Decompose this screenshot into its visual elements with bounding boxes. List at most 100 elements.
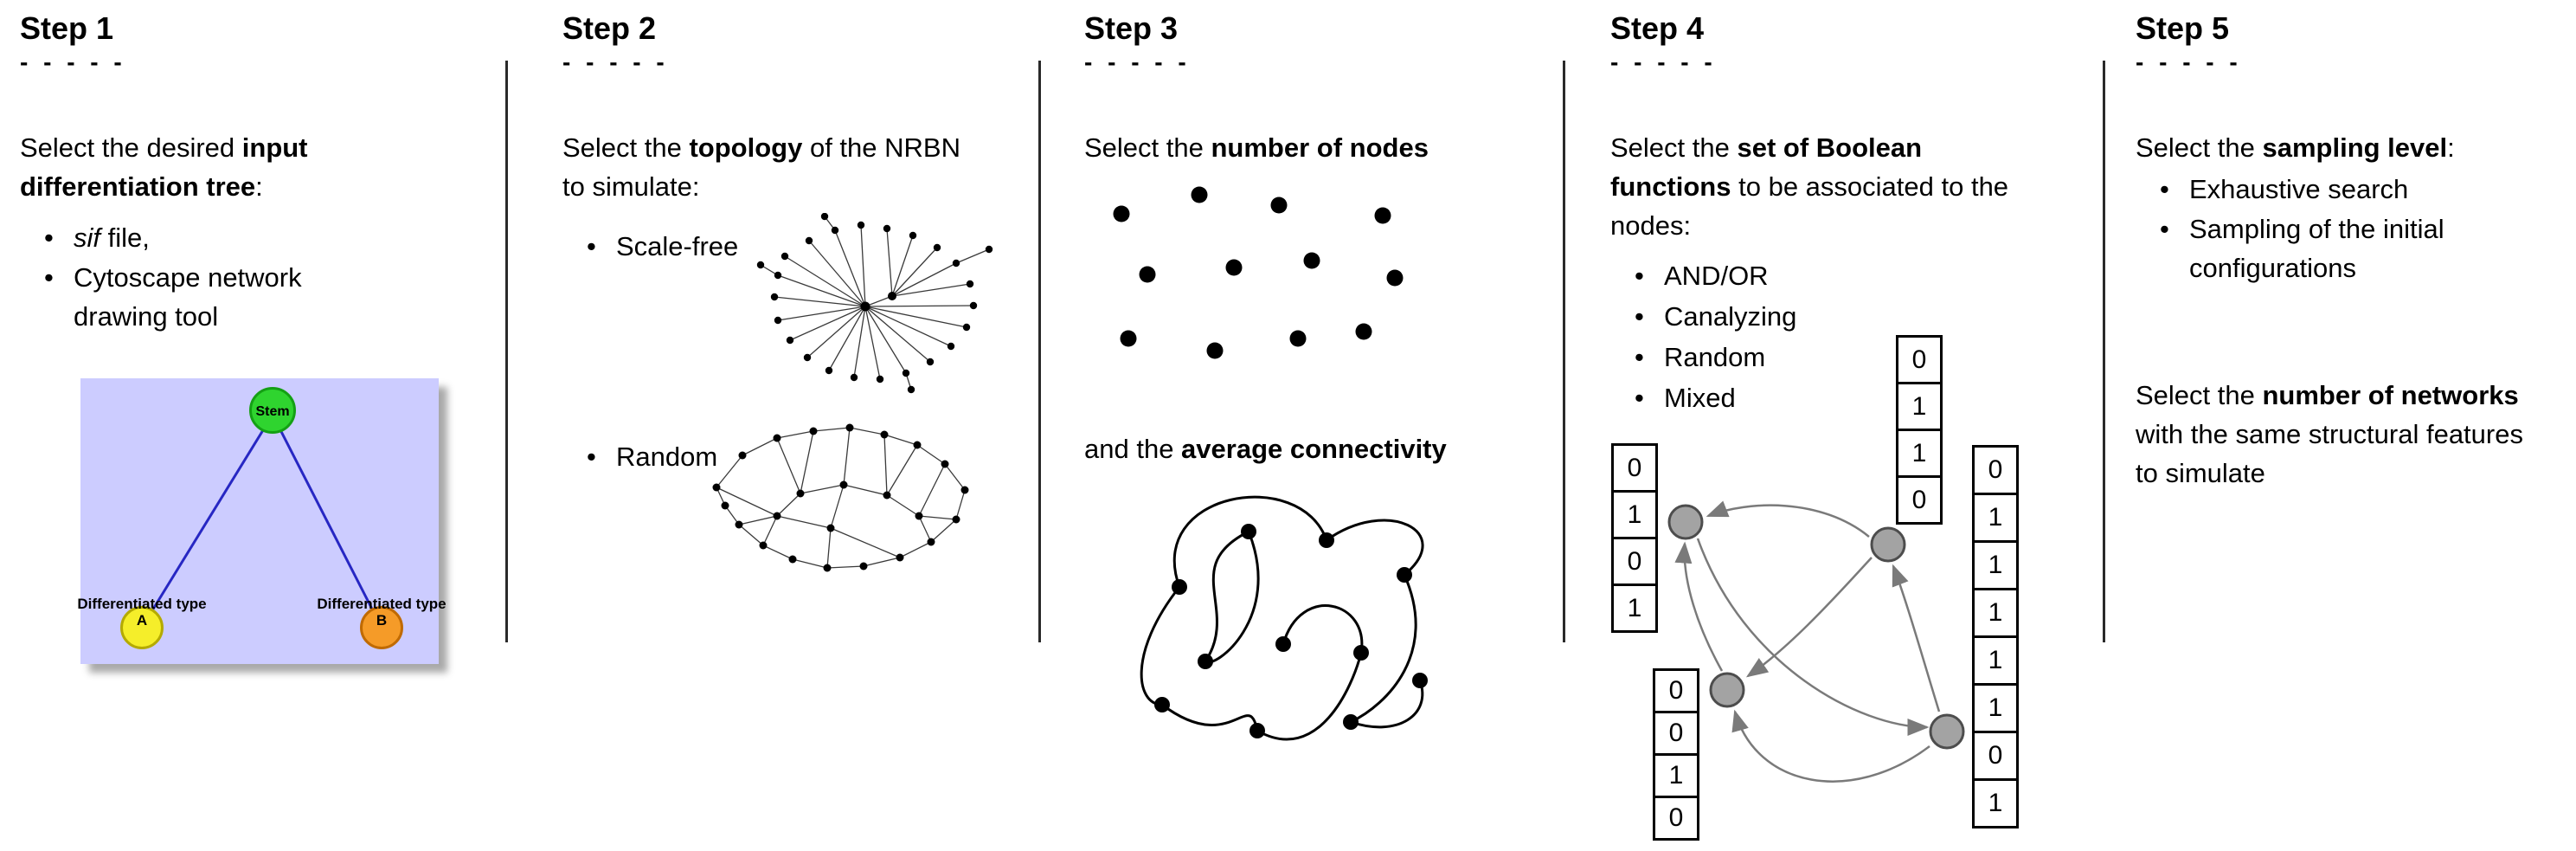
step-1-intro-bold: input differentiation tree <box>20 132 308 202</box>
step-5-intro: Select the sampling level: <box>2136 128 2573 167</box>
bullet-marker: • <box>1635 261 1644 291</box>
column-separator-3 <box>1563 61 1565 642</box>
step-5-intro-pre: Select the <box>2136 132 2263 163</box>
truth-table-cell: 1 <box>1972 778 2019 828</box>
list-item-canalyzing: • Canalyzing <box>1610 297 1956 336</box>
truth-table-cell: 1 <box>1611 583 1658 633</box>
truth-table-cell: 0 <box>1972 445 2019 495</box>
step-2-intro-pre: Select the <box>562 132 690 163</box>
stem-node <box>249 387 296 434</box>
truth-table-cell: 0 <box>1653 668 1699 713</box>
cytoscape-label: Cytoscape network drawing tool <box>74 262 302 332</box>
step-5-second-bold: number of networks <box>2262 380 2519 410</box>
sif-italic: sif <box>74 222 100 253</box>
truth-table-left: 0 1 0 1 <box>1611 443 1658 633</box>
step-3-line2: and the average connectivity <box>1084 429 1551 468</box>
step-3-title: Step 3 <box>1084 10 1179 46</box>
truth-table-cell: 0 <box>1611 443 1658 493</box>
step-1-intro-post: : <box>255 171 263 202</box>
step-5-intro-bold: sampling level <box>2262 132 2448 163</box>
truth-table-cell: 1 <box>1611 490 1658 539</box>
dots <box>1113 186 1404 359</box>
mixed-label: Mixed <box>1664 383 1736 413</box>
truth-table-cell: 0 <box>1896 475 1943 525</box>
truth-table-cell: 1 <box>1972 540 2019 590</box>
bullet-marker: • <box>587 442 596 472</box>
bullet-marker: • <box>1635 342 1644 372</box>
boolean-network-graphic <box>1667 500 1965 783</box>
truth-table-cell: 0 <box>1896 335 1943 384</box>
step-2-title: Step 2 <box>562 10 657 46</box>
sif-rest: file, <box>100 222 150 253</box>
truth-table-cell: 1 <box>1972 683 2019 733</box>
bullet-marker: • <box>1635 383 1644 413</box>
step-4-dashes: - - - - - <box>1610 48 1717 75</box>
scale-free-edges <box>760 216 990 390</box>
step-1-dashes: - - - - - <box>20 48 126 75</box>
step-1-intro: Select the desired input differentiation… <box>20 128 427 206</box>
differentiated-type-a-node <box>120 606 164 649</box>
step-2-dashes: - - - - - <box>562 48 669 75</box>
differentiated-type-b-node <box>360 606 403 649</box>
random-label: Random <box>616 442 718 472</box>
step-5-second-paragraph: Select the number of networks with the s… <box>2136 376 2542 493</box>
column-separator-2 <box>1038 61 1041 642</box>
step-1-intro-pre: Select the desired <box>20 132 242 163</box>
random-nodes <box>712 423 969 572</box>
list-item-scale-free: • Scale-free <box>562 227 822 266</box>
step-5-title: Step 5 <box>2136 10 2230 46</box>
truth-table-cell: 1 <box>1972 493 2019 543</box>
step-1-title: Step 1 <box>20 10 114 46</box>
canalyzing-label: Canalyzing <box>1664 301 1797 332</box>
and-or-label: AND/OR <box>1664 261 1769 291</box>
truth-table-cell: 1 <box>1896 382 1943 431</box>
step-5-second-pre: Select the <box>2136 380 2263 410</box>
truth-table-cell: 1 <box>1896 429 1943 478</box>
scale-free-network-graphic <box>756 213 993 394</box>
list-item-sampling-initial: • Sampling of the initial configurations <box>2136 210 2534 287</box>
bullet-marker: • <box>2160 214 2169 244</box>
type-a-node-label: Differentiated type A <box>77 596 207 629</box>
truth-table-cell: 0 <box>1611 537 1658 586</box>
step-4-intro-pre: Select the <box>1610 132 1738 163</box>
truth-table-right: 0 1 1 1 1 1 0 1 <box>1972 445 2019 828</box>
truth-table-cell: 0 <box>1653 711 1699 756</box>
step-4-intro: Select the set of Boolean functions to b… <box>1610 128 2034 245</box>
bullet-marker: • <box>44 262 54 293</box>
list-item-random-functions: • Random <box>1610 338 1956 377</box>
truth-table-cell: 1 <box>1972 588 2019 638</box>
bullet-marker: • <box>1635 301 1644 332</box>
truth-table-cell: 1 <box>1653 753 1699 798</box>
list-item-cytoscape: • Cytoscape network drawing tool <box>20 258 383 336</box>
step-2-column: Step 2 - - - - - Select the topology of … <box>562 0 1030 851</box>
step-5-dashes: - - - - - <box>2136 48 2242 75</box>
step-2-intro: Select the topology of the NRBN to simul… <box>562 128 965 206</box>
step-4-title: Step 4 <box>1610 10 1705 46</box>
tangle-edges <box>1140 495 1424 741</box>
step-4-intro-bold: set of Boolean functions <box>1610 132 1923 202</box>
nodes-dots-graphic <box>1113 186 1404 359</box>
type-b-node-label: Differentiated type B <box>317 596 446 629</box>
column-separator-1 <box>505 61 508 642</box>
list-item-exhaustive-search: • Exhaustive search <box>2136 170 2534 209</box>
list-item-and-or: • AND/OR <box>1610 256 1956 295</box>
step-4-column: Step 4 - - - - - Select the set of Boole… <box>1610 0 2082 851</box>
truth-table-bottom: 0 0 1 0 <box>1653 668 1699 841</box>
connectivity-tangle-graphic <box>1140 495 1428 741</box>
step-5-second-post: with the same structural features to sim… <box>2136 419 2523 488</box>
scale-free-nodes <box>756 213 993 394</box>
exhaustive-search-label: Exhaustive search <box>2189 174 2409 204</box>
boolean-network-arrows <box>1674 500 1941 783</box>
step-1-column: Step 1 - - - - - Select the desired inpu… <box>20 0 496 851</box>
step-4-intro-post: to be associated to the nodes: <box>1610 171 2009 241</box>
sif-file-label: sif file, <box>74 218 401 257</box>
truth-table-cell: 1 <box>1972 635 2019 686</box>
random-network-graphic <box>712 423 969 572</box>
truth-table-cell: 0 <box>1653 796 1699 841</box>
bullet-marker: • <box>2160 174 2169 204</box>
step-3-dashes: - - - - - <box>1084 48 1191 75</box>
step-2-intro-post: of the NRBN to simulate: <box>562 132 960 202</box>
step-3-column: Step 3 - - - - - Select the number of no… <box>1084 0 1556 851</box>
boolean-network-nodes <box>1667 504 1965 750</box>
bullet-marker: • <box>44 222 54 253</box>
